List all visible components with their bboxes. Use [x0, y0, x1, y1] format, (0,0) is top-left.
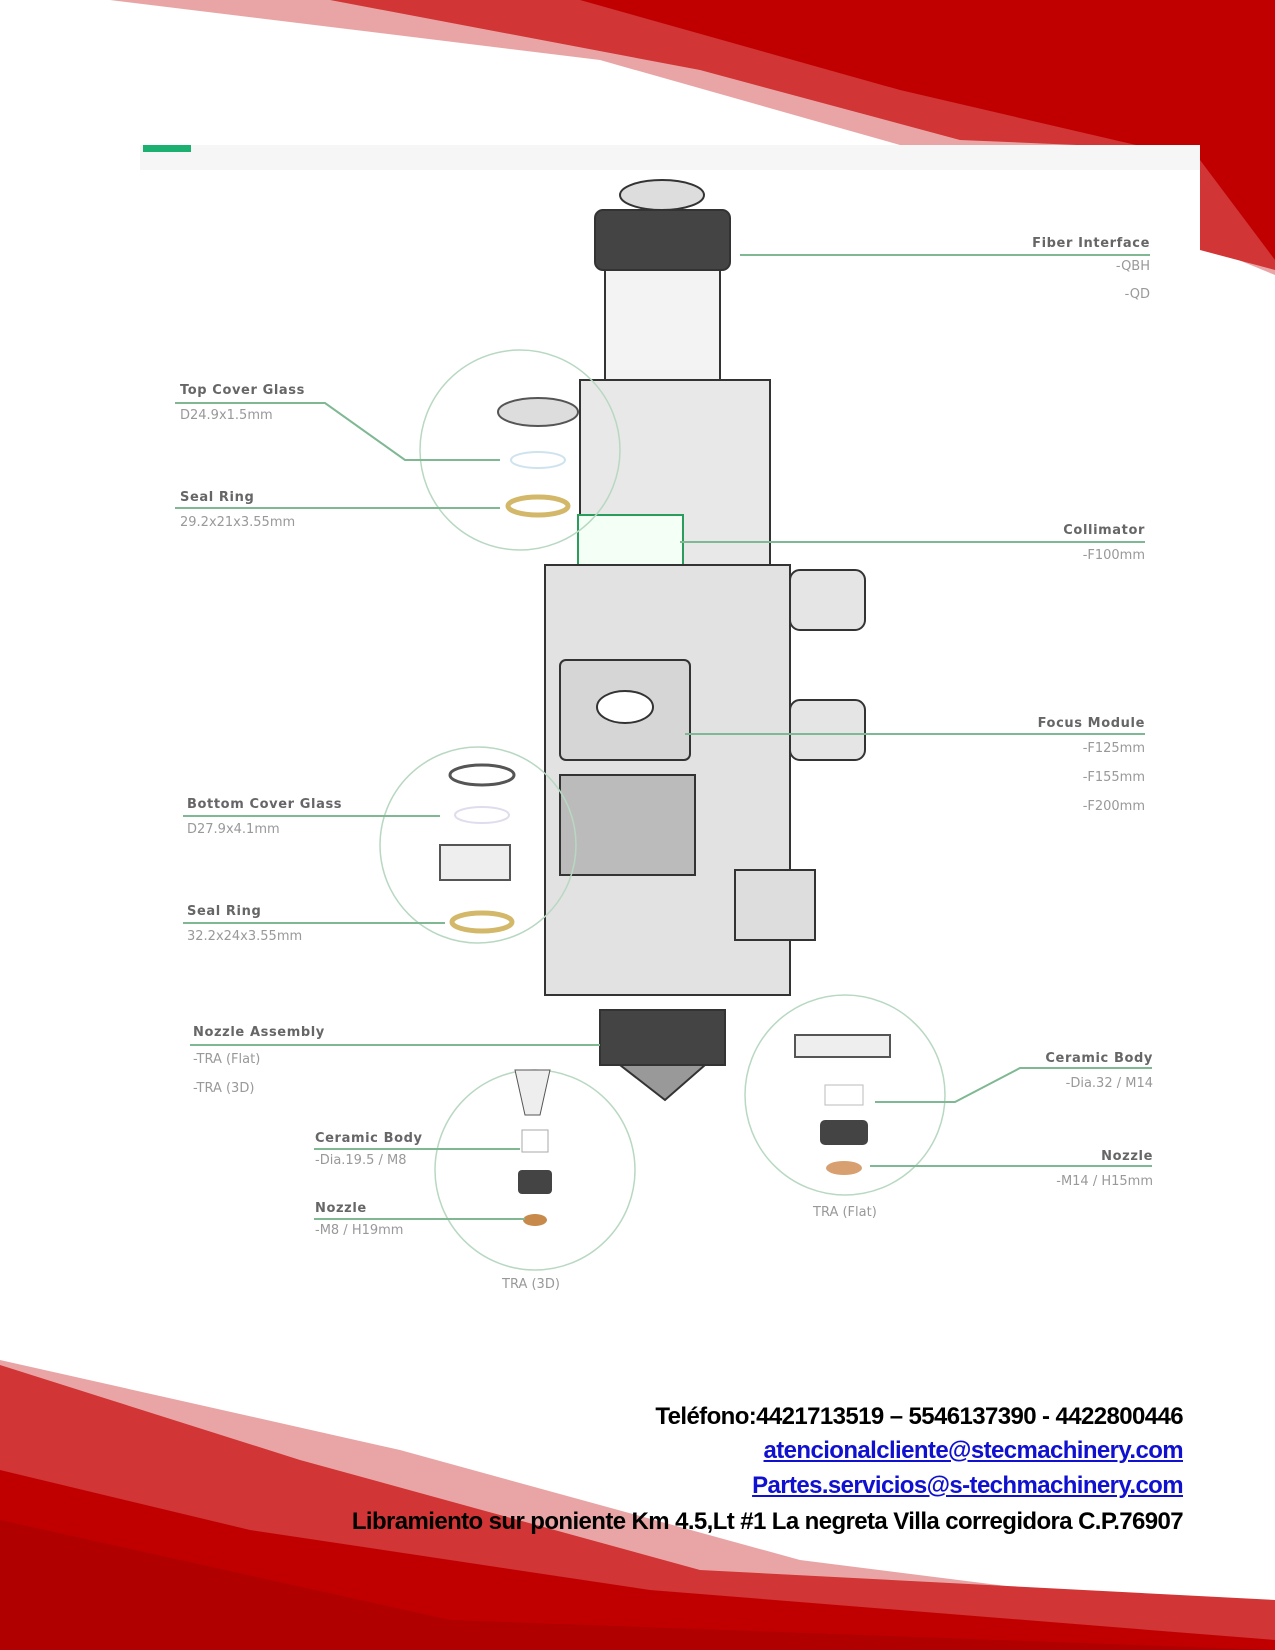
- label-nozzle-flat: Nozzle -M14 / H15mm: [1056, 1149, 1153, 1196]
- label-nozzle-3d: Nozzle -M8 / H19mm: [315, 1201, 403, 1245]
- label-title: Top Cover Glass: [180, 383, 305, 398]
- leader-lines: [175, 254, 1152, 1220]
- label-title: Collimator: [1063, 523, 1145, 538]
- label-seal-ring-bottom: Seal Ring 32.2x24x3.55mm: [187, 904, 302, 951]
- detail-circles: [379, 349, 946, 1271]
- label-spec: D24.9x1.5mm: [180, 408, 273, 423]
- email-link[interactable]: atencionalcliente@stecmachinery.com: [763, 1437, 1184, 1464]
- label-spec: 29.2x21x3.55mm: [180, 515, 296, 530]
- label-title: Nozzle: [315, 1201, 367, 1216]
- label-spec: -Dia.19.5 / M8: [315, 1153, 407, 1168]
- label-fiber-interface: Fiber Interface -QBH -QD: [1032, 236, 1150, 309]
- label-title: Fiber Interface: [1032, 236, 1150, 251]
- label-spec: D27.9x4.1mm: [187, 822, 280, 837]
- logo-fragment: [143, 145, 191, 152]
- caption-tra-flat: TRA (Flat): [813, 1205, 877, 1220]
- label-option: -F125mm: [1082, 741, 1145, 756]
- label-ceramic-body-3d: Ceramic Body -Dia.19.5 / M8: [315, 1131, 423, 1175]
- detail-parts: [439, 397, 891, 1226]
- label-title: Focus Module: [1037, 716, 1145, 731]
- label-spec: -M14 / H15mm: [1056, 1174, 1153, 1189]
- label-option: -F100mm: [1082, 548, 1145, 563]
- label-ceramic-body-flat: Ceramic Body -Dia.32 / M14: [1045, 1051, 1153, 1098]
- label-option: -QBH: [1115, 259, 1150, 274]
- label-collimator: Collimator -F100mm: [1063, 523, 1145, 570]
- top-banner-graphic: [110, 0, 1275, 275]
- label-title: Seal Ring: [180, 490, 255, 505]
- label-spec: 32.2x24x3.55mm: [187, 929, 303, 944]
- label-title: Ceramic Body: [1045, 1051, 1153, 1066]
- label-title: Ceramic Body: [315, 1131, 423, 1146]
- label-spec: -M8 / H19mm: [315, 1223, 404, 1238]
- label-option: -F200mm: [1082, 799, 1145, 814]
- footer-phone: Teléfono:4421713519 – 5546137390 - 44228…: [655, 1403, 1183, 1430]
- email-link[interactable]: Partes.servicios@s-techmachinery.com: [752, 1472, 1184, 1499]
- caption-tra-3d: TRA (3D): [502, 1277, 560, 1292]
- footer-email-link-2[interactable]: Partes.servicios@s-techmachinery.com: [752, 1472, 1184, 1500]
- label-top-cover-glass: Top Cover Glass D24.9x1.5mm: [180, 383, 305, 430]
- footer-address: Libramiento sur poniente Km 4.5,Lt #1 La…: [351, 1508, 1184, 1535]
- detail-circle-tra-flat: [744, 994, 946, 1196]
- label-option: -F155mm: [1082, 770, 1145, 785]
- label-title: Nozzle Assembly: [193, 1025, 325, 1040]
- bottom-banner-graphic: [0, 1360, 1275, 1650]
- label-title: Bottom Cover Glass: [187, 797, 343, 812]
- detail-circle-bottom-glass: [379, 746, 577, 944]
- detail-circle-top: [419, 349, 621, 551]
- footer-email-link-1[interactable]: atencionalcliente@stecmachinery.com: [763, 1437, 1184, 1465]
- label-nozzle-assembly: Nozzle Assembly -TRA (Flat) -TRA (3D): [193, 1025, 325, 1103]
- label-option: -QD: [1124, 287, 1150, 302]
- label-title: Seal Ring: [187, 904, 262, 919]
- label-title: Nozzle: [1101, 1149, 1153, 1164]
- label-focus-module: Focus Module -F125mm -F155mm -F200mm: [1038, 716, 1145, 821]
- label-option: -TRA (Flat): [193, 1052, 261, 1067]
- label-seal-ring-top: Seal Ring 29.2x21x3.55mm: [180, 490, 295, 537]
- label-bottom-cover-glass: Bottom Cover Glass D27.9x4.1mm: [187, 797, 342, 844]
- label-option: -TRA (3D): [193, 1081, 255, 1096]
- label-spec: -Dia.32 / M14: [1065, 1076, 1153, 1091]
- laser-cutting-head-drawing: [544, 179, 866, 1102]
- panel-header-strip: [140, 145, 1200, 170]
